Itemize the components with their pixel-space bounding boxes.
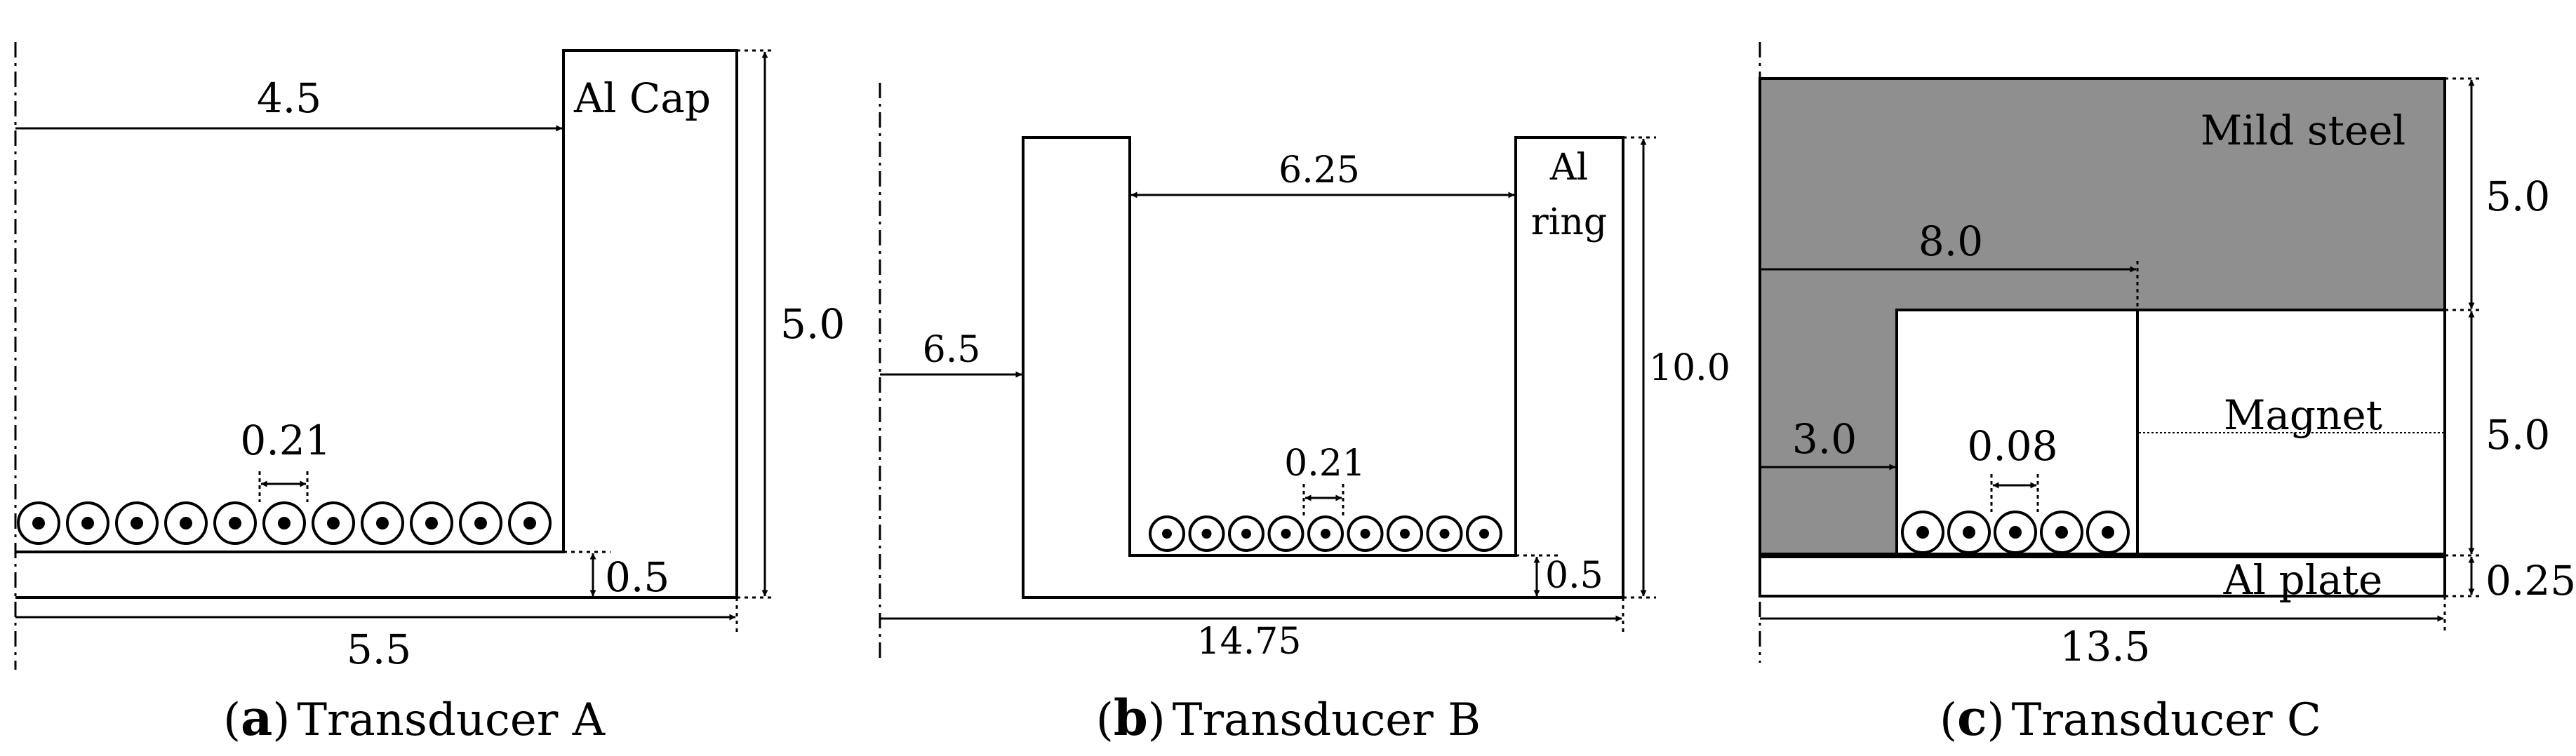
panel-a-coil-dot [425, 517, 438, 529]
dim-inner-radius-a: 4.5 [257, 74, 321, 122]
dim-base-b: 0.5 [1545, 555, 1603, 597]
dim-gap-b: 6.25 [1279, 149, 1360, 191]
panel-b-coil-dot [1201, 529, 1212, 539]
panel-a-coil-dot [523, 517, 536, 529]
dim-outer-radius-a: 5.5 [347, 626, 411, 673]
al-ring-label-line2: ring [1531, 201, 1607, 243]
caption-c: (c)Transducer C [1940, 689, 2321, 747]
coil-row-a [17, 501, 552, 545]
panel-a-coil-dot [81, 517, 94, 529]
al-ring-body-outline [1022, 136, 1624, 599]
dim-plate-c: 0.25 [2485, 557, 2576, 605]
dim-coil-radius-c: 3.0 [1792, 415, 1857, 463]
mild-steel-label: Mild steel [2201, 107, 2405, 154]
panel-c-coil-dot [2055, 526, 2068, 539]
panel-a-coil-dot [327, 517, 340, 529]
panel-a-coil-dot [180, 517, 192, 529]
magnet-label: Magnet [2224, 391, 2382, 439]
panel-b-coil-dot [1439, 529, 1450, 539]
panel-c: Mild steel Magnet Al plate 8.0 3.0 0.08 … [1759, 42, 2576, 747]
panel-c-coil-dot [1963, 526, 1975, 539]
al-cap-label: Al Cap [573, 74, 711, 122]
panel-a-coil-dot [32, 517, 45, 529]
dim-magnet-height-c: 5.0 [2485, 411, 2550, 459]
panel-c-coil-dot [2009, 526, 2022, 539]
panel-b: Al ring 6.25 6.5 10.0 0.21 0.5 14.75 (b)… [879, 83, 1730, 747]
panel-a-coil-dot [278, 517, 291, 529]
panel-c-coil-dot [2102, 526, 2114, 539]
panel-a-coil-dot [131, 517, 143, 529]
panel-b-coil-dot [1400, 529, 1410, 539]
dim-steel-height-c: 5.0 [2485, 173, 2550, 220]
dim-inner-radius-b: 6.5 [923, 329, 981, 371]
caption-a: (a)Transducer A [223, 689, 606, 747]
panel-a-coil-dot [474, 517, 487, 529]
panel-b-coil-dot [1162, 529, 1172, 539]
dim-pitch-b: 0.21 [1284, 443, 1366, 485]
al-plate-label: Al plate [2223, 556, 2383, 604]
al-plate [1759, 554, 2446, 598]
dim-steel-radius-c: 8.0 [1918, 217, 1983, 265]
panel-b-coil-dot [1281, 529, 1291, 539]
dim-height-b: 10.0 [1649, 347, 1730, 389]
coil-row-c [1901, 511, 2130, 554]
panel-b-coil-dot [1360, 529, 1370, 539]
panel-a-coil-dot [376, 517, 389, 529]
dim-pitch-a: 0.21 [240, 417, 331, 464]
al-ring-label-line1: Al [1549, 147, 1588, 189]
dim-outer-radius-c: 13.5 [2060, 623, 2150, 670]
dim-outer-radius-b: 14.75 [1197, 621, 1302, 663]
panel-c-coil-dot [1916, 526, 1929, 539]
panel-b-coil-dot [1479, 529, 1489, 539]
panel-a-coil-dot [229, 517, 241, 529]
al-cap-outline [15, 49, 738, 599]
dim-pitch-c: 0.08 [1967, 422, 2057, 470]
panel-b-coil-dot [1241, 529, 1251, 539]
dim-height-a: 5.0 [780, 300, 845, 348]
caption-b: (b)Transducer B [1096, 689, 1481, 747]
panel-a: Al Cap 4.5 5.0 0.21 0.5 5.5 (a)Transduce… [14, 42, 845, 747]
dim-base-a: 0.5 [605, 553, 669, 601]
coil-row-b [1149, 515, 1502, 552]
panel-b-coil-dot [1321, 529, 1330, 539]
